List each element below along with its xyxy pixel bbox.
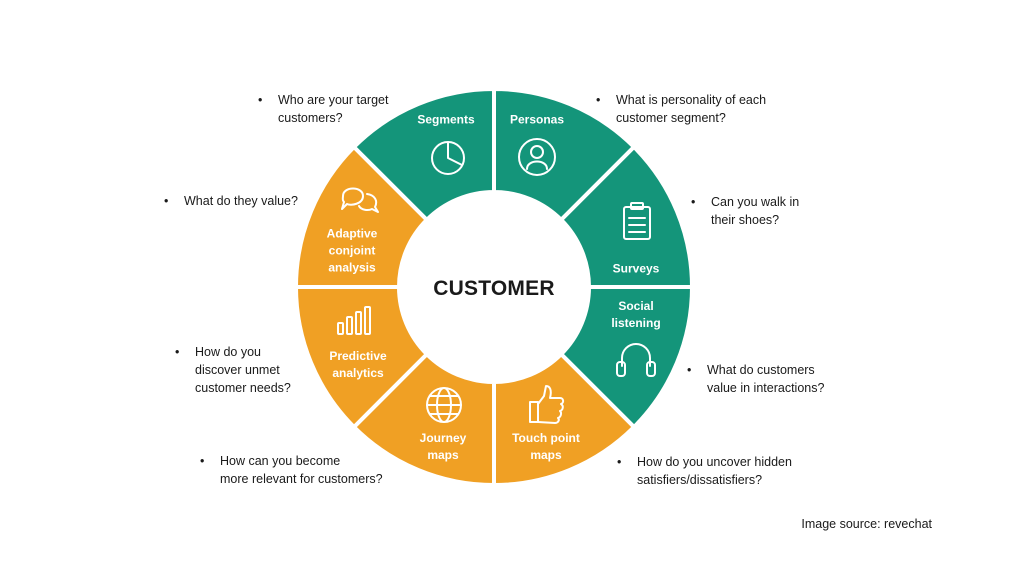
question-text: How do you uncover hidden satisfiers/dis…	[637, 455, 792, 487]
clipboard-icon	[623, 202, 651, 240]
question-text: Can you walk in their shoes?	[711, 195, 800, 227]
question-personas: • What is personality of each customer se…	[596, 91, 766, 127]
segment-label-touch-point-maps: Touch point maps	[512, 431, 580, 462]
bar-chart-icon	[337, 306, 371, 335]
segment-label-social-listening: Social listening	[611, 299, 661, 330]
question-segments: • Who are your target customers?	[258, 91, 388, 127]
segment-label-predictive-analytics: Predictive analytics	[329, 349, 387, 380]
chat-bubbles-icon	[341, 187, 379, 213]
image-source-note: Image source: revechat	[801, 517, 932, 531]
segment-label-surveys: Surveys	[612, 261, 660, 276]
bullet: •	[617, 455, 622, 469]
thumbs-up-icon	[529, 385, 565, 424]
bullet: •	[200, 454, 205, 468]
bullet: •	[596, 93, 601, 107]
question-text: What is personality of each customer seg…	[616, 93, 767, 125]
pie-chart-icon	[431, 141, 465, 175]
question-journey-maps: • How can you become more relevant for cu…	[200, 452, 383, 488]
bullet: •	[258, 93, 263, 107]
question-predictive-analytics: • How do you discover unmet customer need…	[175, 343, 291, 397]
segment-adaptive-conjoint-analysis	[351, 86, 496, 223]
segment-label-personas: Personas	[509, 112, 565, 127]
center-label: CUSTOMER	[433, 277, 555, 300]
person-icon	[518, 138, 556, 176]
segment-label-journey-maps: Journey maps	[419, 431, 467, 462]
bullet: •	[164, 194, 169, 208]
bullet: •	[691, 195, 696, 209]
bullet: •	[175, 345, 180, 359]
question-social-listening: • What do customers value in interactions…	[687, 361, 824, 397]
question-adaptive-conjoint: • What do they value?	[164, 192, 298, 210]
question-text: How do you discover unmet customer needs…	[195, 345, 291, 395]
bullet: •	[687, 363, 692, 377]
globe-icon	[426, 387, 462, 423]
segment-label-adaptive-conjoint-analysis: Adaptive conjoint analysis	[326, 226, 378, 275]
question-surveys: • Can you walk in their shoes?	[691, 193, 799, 229]
question-text: Who are your target customers?	[278, 93, 389, 125]
segment-label-segments: Segments	[417, 112, 475, 127]
question-text: What do customers value in interactions?	[707, 363, 825, 395]
question-touch-point-maps: • How do you uncover hidden satisfiers/di…	[617, 453, 792, 489]
question-text: How can you become more relevant for cus…	[220, 454, 383, 486]
headphones-icon	[616, 343, 656, 377]
question-text: What do they value?	[184, 194, 298, 208]
